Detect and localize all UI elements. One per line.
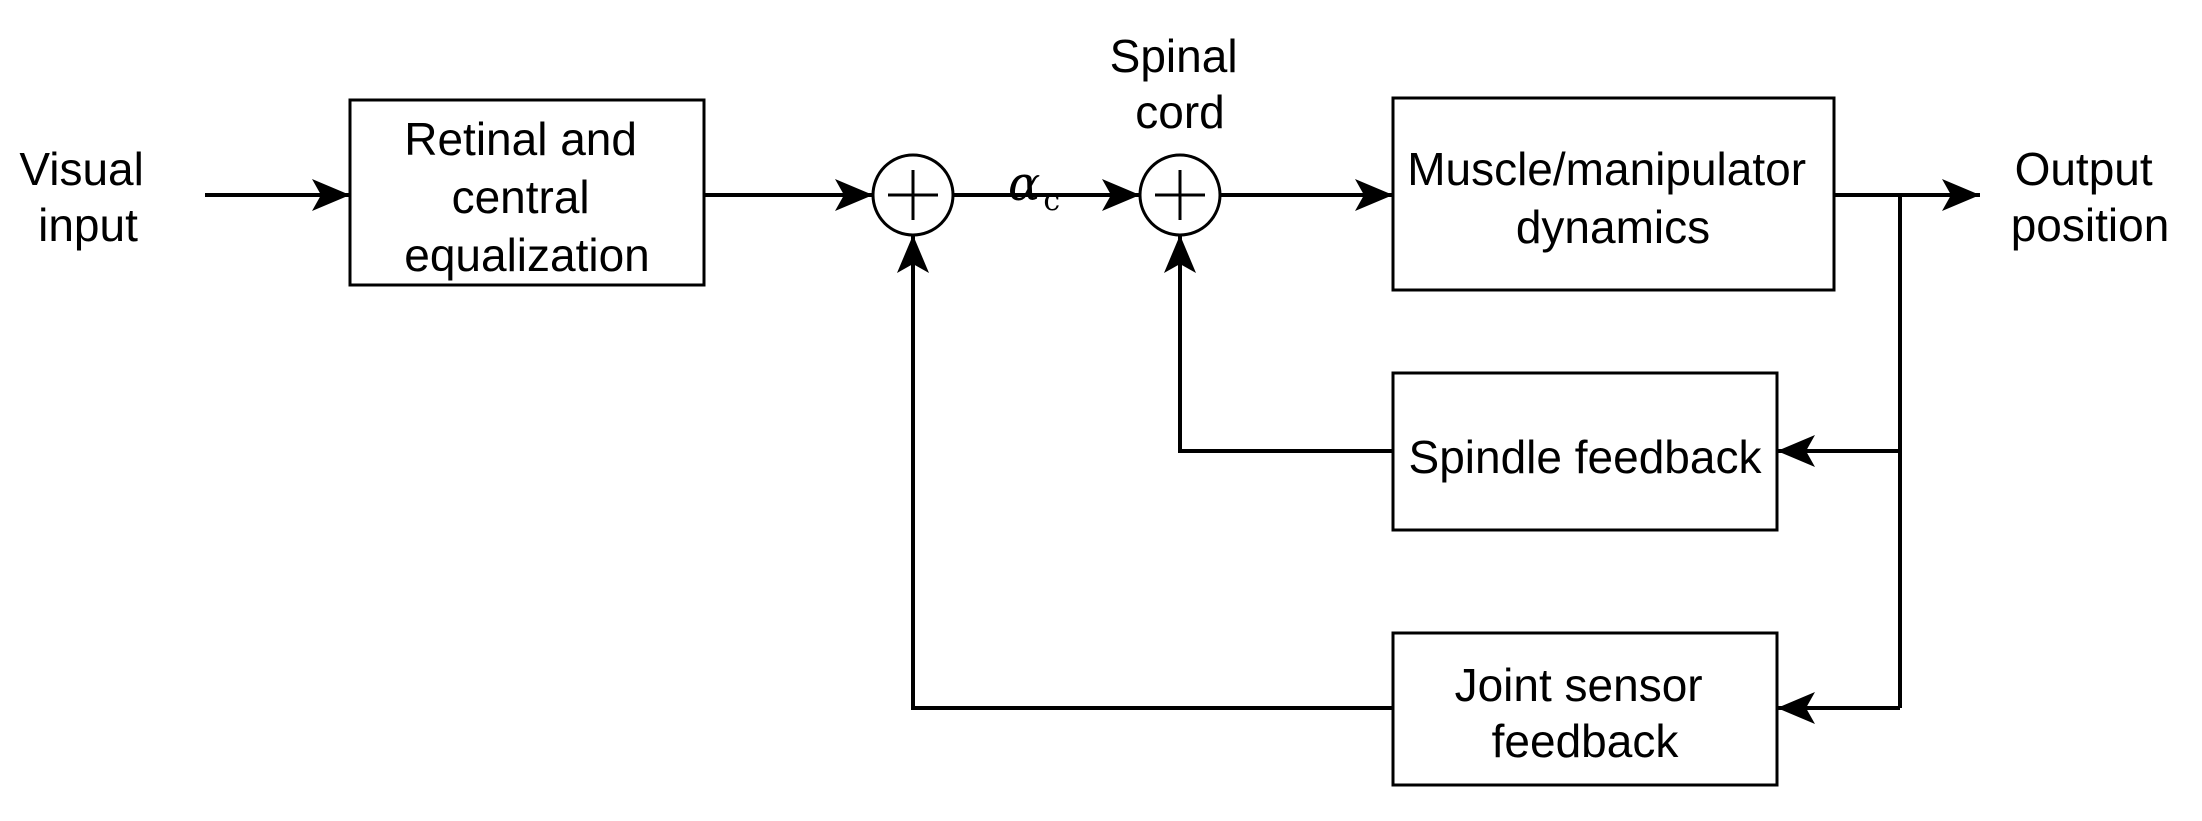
summing-junction-visual xyxy=(871,153,955,237)
arrow-spindle-to-sum2 xyxy=(1164,235,1393,453)
spindle-block-label: Spindle feedback xyxy=(1409,431,1763,483)
muscle-manipulator-dynamics-block: Muscle/manipulator dynamics xyxy=(1391,96,1836,292)
output-position-label: Output position xyxy=(2011,143,2170,251)
joint-sensor-feedback-block: Joint sensor feedback xyxy=(1391,631,1779,787)
arrow-joint-to-sum1 xyxy=(897,235,1393,710)
muscle-block-label: Muscle/manipulator dynamics xyxy=(1407,143,1819,253)
spindle-feedback-block: Spindle feedback xyxy=(1391,371,1779,532)
retinal-block-label: Retinal and central equalization xyxy=(404,113,650,281)
retinal-central-equalization-block: Retinal and central equalization xyxy=(348,98,706,287)
visual-input-label: Visual input xyxy=(19,143,156,251)
spinal-cord-label: Spinal cord xyxy=(1110,30,1251,138)
summing-junction-spinal xyxy=(1138,153,1222,237)
joint-block-label: Joint sensor feedback xyxy=(1455,659,1716,767)
